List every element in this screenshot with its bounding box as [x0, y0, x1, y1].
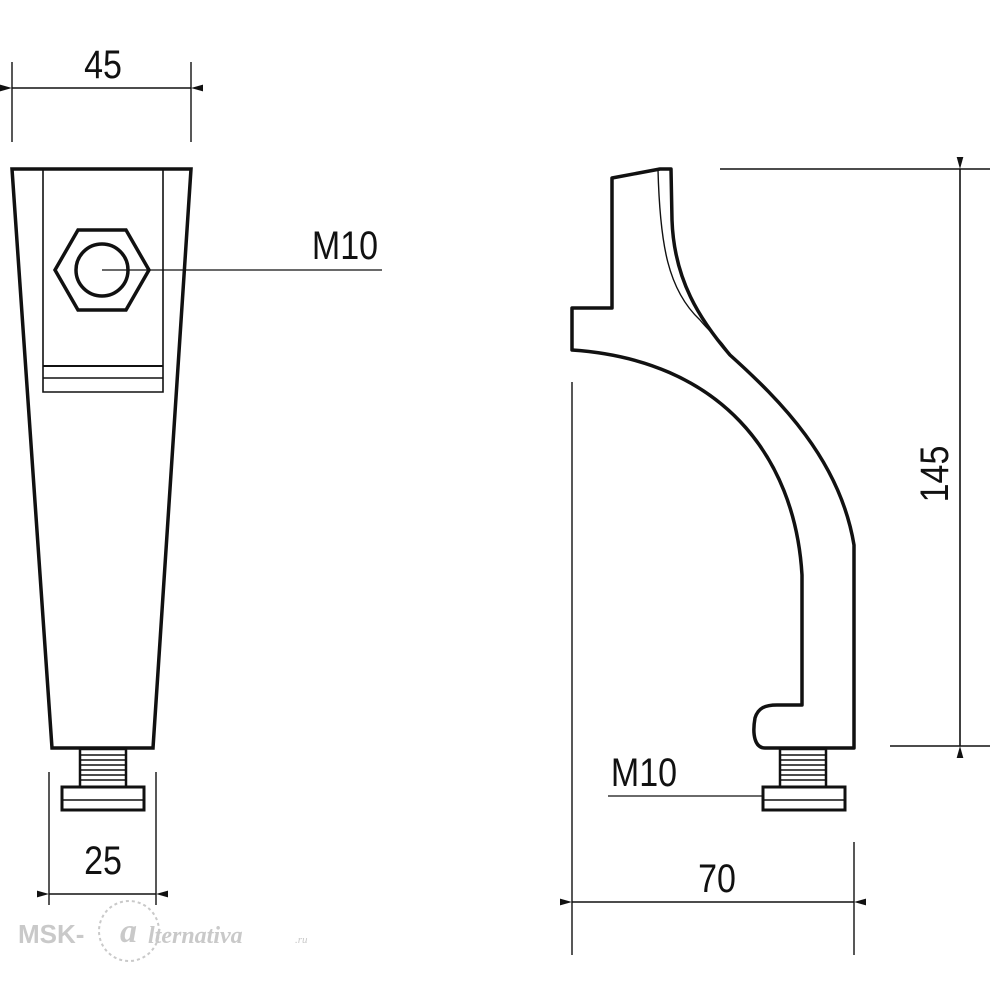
side-foot-pad	[761, 785, 847, 812]
dim-45	[12, 62, 191, 142]
dim-70	[572, 382, 854, 955]
watermark: MSK- a lternativa .ru	[18, 900, 308, 962]
dim-label-70: 70	[698, 855, 736, 900]
side-leg-profile	[570, 167, 856, 750]
dim-label-25: 25	[84, 837, 122, 882]
watermark-domain: .ru	[295, 934, 308, 946]
front-view	[12, 62, 382, 905]
dim-145	[720, 169, 990, 746]
watermark-circle	[98, 900, 160, 962]
side-inner-edge	[657, 169, 731, 356]
dim-label-front-m10: M10	[312, 222, 378, 267]
front-threaded-stud	[78, 747, 128, 789]
watermark-glyph: a	[120, 913, 137, 950]
front-leg-body	[10, 167, 193, 750]
dim-label-145: 145	[911, 446, 956, 503]
side-view	[572, 169, 990, 955]
side-threaded-stud	[778, 747, 828, 789]
dim-label-side-m10: M10	[611, 749, 677, 794]
watermark-prefix: MSK-	[18, 919, 84, 949]
front-foot-pad	[60, 785, 146, 812]
watermark-suffix: lternativa	[148, 923, 243, 949]
front-mounting-plate	[42, 170, 164, 393]
dim-label-45: 45	[84, 41, 122, 86]
dim-25	[49, 772, 156, 905]
